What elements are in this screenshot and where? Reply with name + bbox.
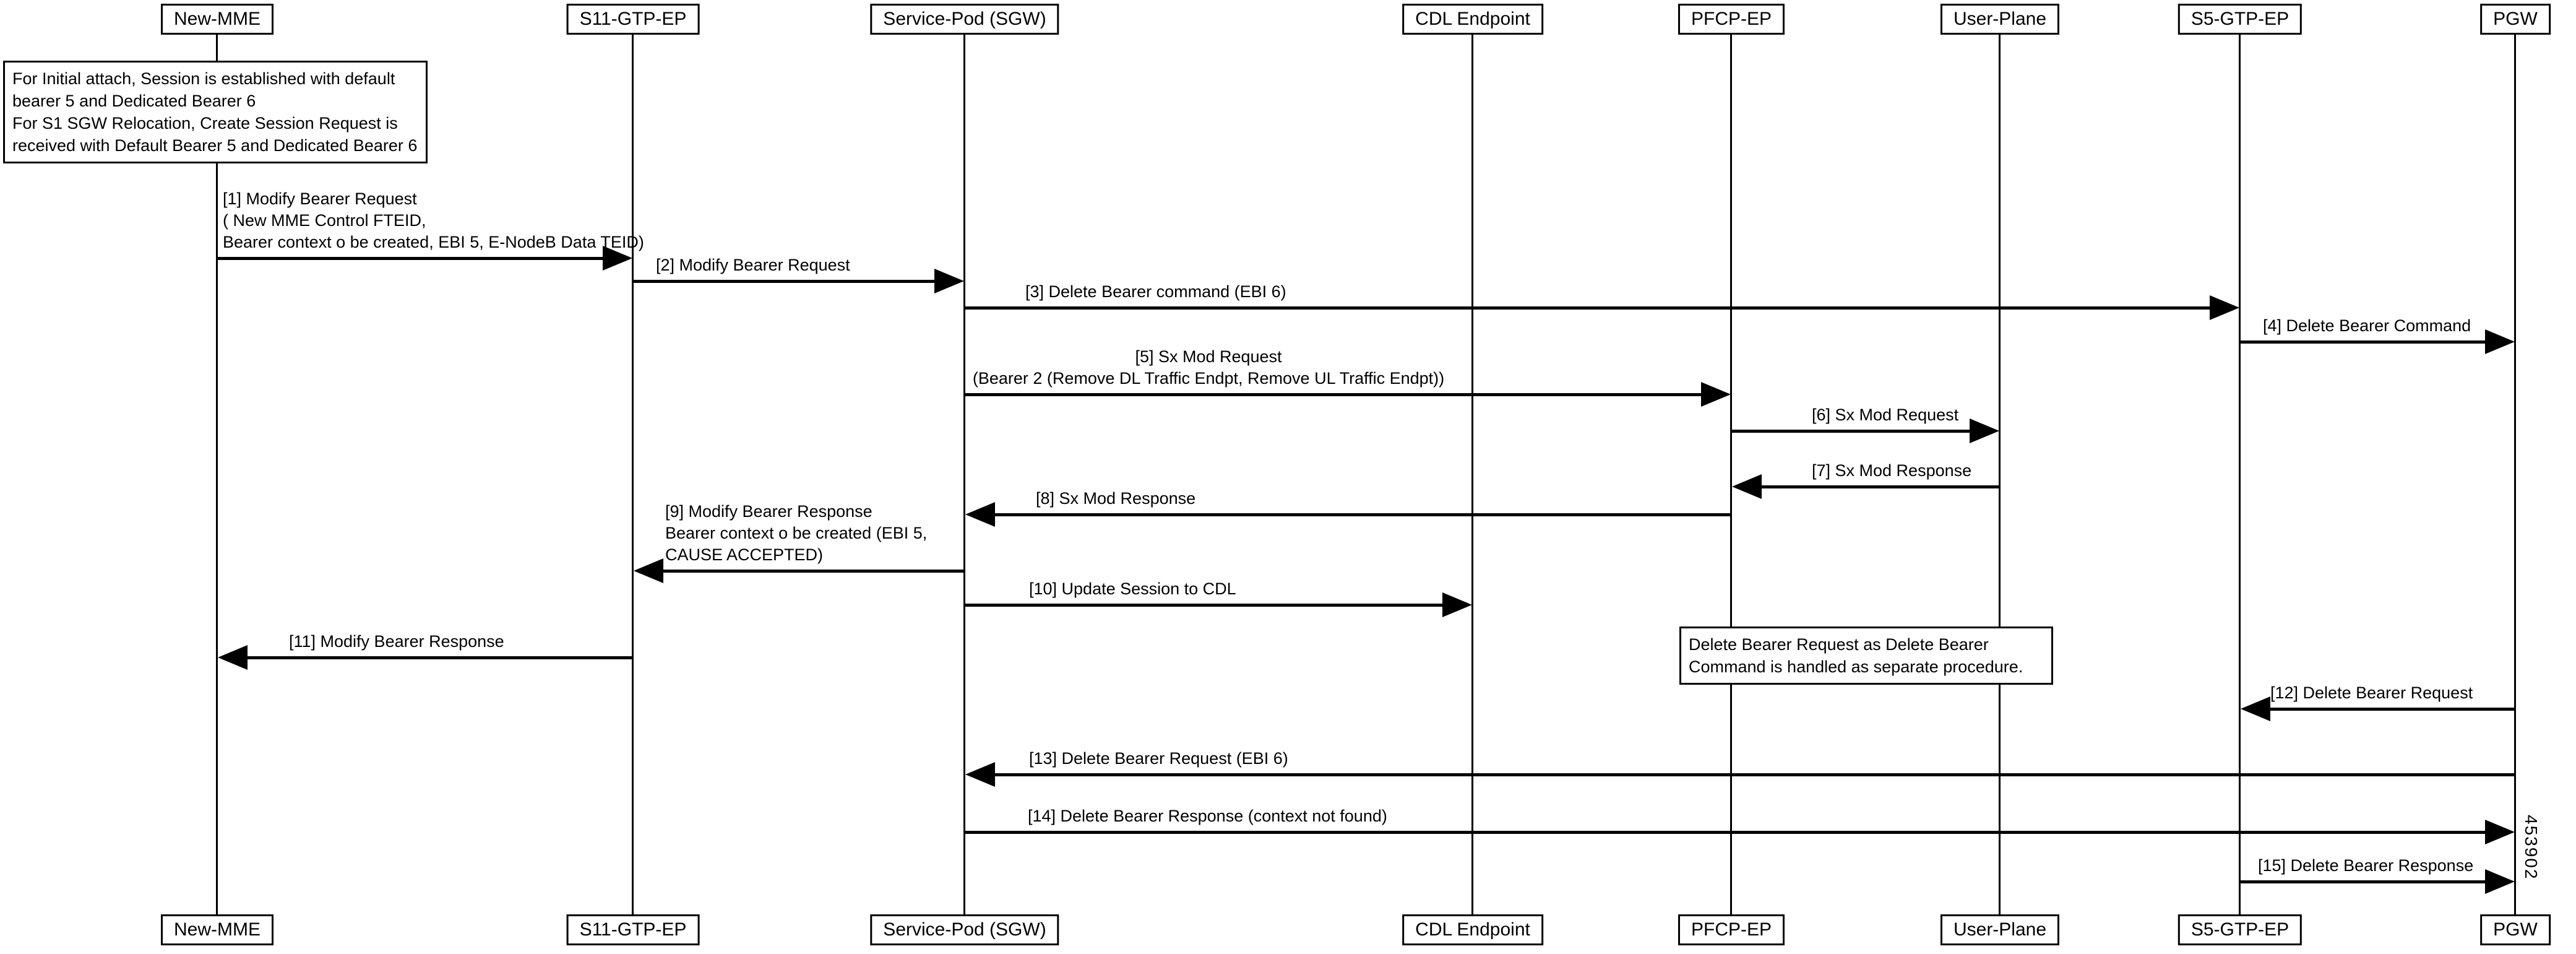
message-2-label-line-1: [2] Modify Bearer Request [656,256,850,274]
message-14-label-line-1: [14] Delete Bearer Response (context not… [1028,807,1387,825]
message-9-line [659,570,965,573]
message-1-label-line-1: [1] Modify Bearer Request [223,189,417,208]
message-3-arrowhead [2210,295,2239,320]
lifeline-cdl [1471,33,1473,914]
lifeline-pgw [2514,33,2516,914]
lifeline-foot-pfcp: PFCP-EP [1678,914,1785,945]
lifeline-new-mme [216,33,218,914]
message-2-label: [2] Modify Bearer Request [656,254,850,276]
lifeline-pfcp [1730,33,1732,914]
message-13-label: [13] Delete Bearer Request (EBI 6) [1029,748,1288,770]
message-8-line [991,513,1731,516]
message-15-line [2240,880,2489,883]
lifeline-head-cdl: CDL Endpoint [1402,4,1543,35]
lifeline-head-pgw: PGW [2480,4,2551,35]
message-13-line [991,773,2515,776]
lifeline-foot-s11: S11-GTP-EP [566,914,700,945]
message-7-label-line-1: [7] Sx Mod Response [1812,461,1972,480]
message-5-label: [5] Sx Mod Request (Bearer 2 (Remove DL T… [970,346,1447,389]
message-13-arrowhead [965,762,995,787]
message-1-arrowhead [603,246,632,271]
message-4-label: [4] Delete Bearer Command [2263,315,2471,337]
note-initial-attach-line-1: For Initial attach, Session is establish… [12,69,395,88]
message-1-label: [1] Modify Bearer Request ( New MME Contr… [223,188,644,253]
message-3-line [965,306,2214,310]
message-5-line [965,393,1705,396]
message-12-line [2266,708,2515,711]
message-15-label-line-1: [15] Delete Bearer Response [2258,856,2474,875]
lifeline-head-pfcp: PFCP-EP [1678,4,1785,35]
lifeline-sgw [963,33,965,914]
lifeline-head-new-mme: New-MME [161,4,274,35]
message-4-label-line-1: [4] Delete Bearer Command [2263,316,2471,335]
note-initial-attach-line-2: bearer 5 and Dedicated Bearer 6 [12,92,256,110]
message-4-arrowhead [2485,329,2515,354]
message-3-label: [3] Delete Bearer command (EBI 6) [1025,281,1286,303]
message-12-label: [12] Delete Bearer Request [2270,682,2473,704]
message-15-label: [15] Delete Bearer Response [2258,855,2473,877]
message-5-label-line-2: (Bearer 2 (Remove DL Traffic Endpt, Remo… [972,369,1445,388]
lifeline-head-sgw: Service-Pod (SGW) [870,4,1059,35]
message-1-line [217,257,607,260]
message-11-arrowhead [218,645,248,670]
message-6-label-line-1: [6] Sx Mod Request [1812,405,1959,424]
message-14-arrowhead [2485,820,2515,844]
note-delete-bearer-procedure-line-2: Command is handled as separate procedure… [1689,657,2023,676]
message-4-line [2240,340,2489,344]
message-2-line [633,280,939,283]
message-15-arrowhead [2485,869,2515,894]
message-1-label-line-2: ( New MME Control FTEID, [223,211,426,230]
message-11-line [243,656,633,659]
message-1-label-line-3: Bearer context o be created, EBI 5, E-No… [223,233,644,251]
lifeline-foot-sgw: Service-Pod (SGW) [870,914,1059,945]
note-delete-bearer-procedure-line-1: Delete Bearer Request as Delete Bearer [1689,635,1989,654]
message-6-label: [6] Sx Mod Request [1812,404,1958,426]
message-14-label: [14] Delete Bearer Response (context not… [1028,805,1387,827]
message-10-label-line-1: [10] Update Session to CDL [1029,579,1236,598]
message-13-label-line-1: [13] Delete Bearer Request (EBI 6) [1029,749,1288,768]
lifeline-uplane [1999,33,2001,914]
message-2-arrowhead [934,269,964,293]
lifeline-head-uplane: User-Plane [1940,4,2060,35]
message-11-label: [11] Modify Bearer Response [289,631,504,653]
message-10-line [965,604,1447,607]
message-10-arrowhead [1442,592,1472,617]
message-8-arrowhead [965,502,995,527]
message-10-label: [10] Update Session to CDL [1029,578,1236,600]
message-8-label: [8] Sx Mod Response [1036,488,1195,510]
message-9-label-line-2: Bearer context o be created (EBI 5, [665,524,928,542]
note-initial-attach: For Initial attach, Session is establish… [3,61,428,163]
message-9-label-line-1: [9] Modify Bearer Response [665,502,872,521]
message-12-label-line-1: [12] Delete Bearer Request [2270,683,2473,702]
message-11-label-line-1: [11] Modify Bearer Response [289,632,504,651]
lifeline-s11 [632,33,634,914]
message-6-arrowhead [1970,418,1999,443]
lifeline-foot-cdl: CDL Endpoint [1402,914,1543,945]
message-5-arrowhead [1701,382,1731,407]
lifeline-foot-s5: S5-GTP-EP [2178,914,2302,945]
message-14-line [965,831,2489,834]
lifeline-s5 [2239,33,2241,914]
lifeline-head-s11: S11-GTP-EP [566,4,700,35]
message-12-arrowhead [2241,696,2270,721]
lifeline-foot-pgw: PGW [2480,914,2551,945]
lifeline-head-s5: S5-GTP-EP [2178,4,2302,35]
message-9-label-line-3: CAUSE ACCEPTED) [665,545,824,564]
message-6-line [1731,430,1974,433]
message-7-arrowhead [1732,474,1762,499]
note-initial-attach-line-4: received with Default Bearer 5 and Dedic… [12,136,418,155]
lifeline-foot-new-mme: New-MME [161,914,274,945]
message-9-arrowhead [634,558,663,583]
message-3-label-line-1: [3] Delete Bearer command (EBI 6) [1025,282,1286,301]
message-8-label-line-1: [8] Sx Mod Response [1036,489,1196,508]
message-5-label-line-1: [5] Sx Mod Request [1135,347,1282,366]
message-7-label: [7] Sx Mod Response [1812,460,1971,482]
figure-code: 453902 [2522,815,2541,880]
message-7-line [1757,485,2000,488]
lifeline-foot-uplane: User-Plane [1940,914,2060,945]
note-initial-attach-line-3: For S1 SGW Relocation, Create Session Re… [12,114,398,132]
